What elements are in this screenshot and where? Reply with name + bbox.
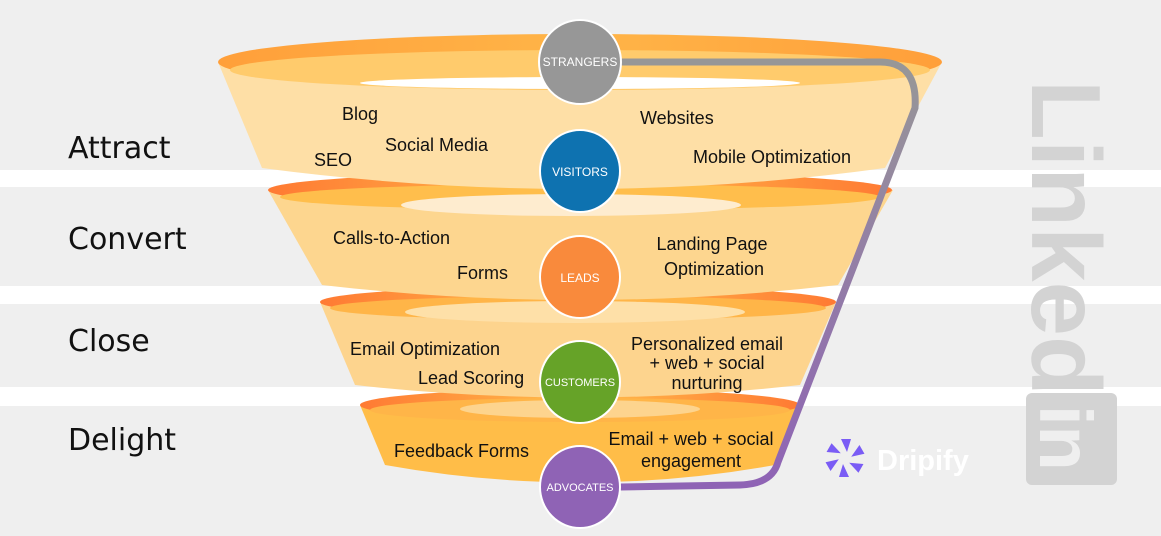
circle-customers: CUSTOMERS <box>539 340 621 424</box>
tactic-label: Forms <box>457 263 508 283</box>
tactic-label: Websites <box>640 108 714 128</box>
svg-text:CUSTOMERS: CUSTOMERS <box>545 377 615 389</box>
tactic-label: Blog <box>342 104 378 124</box>
tactic-label: Email Optimization <box>350 339 500 359</box>
stage-label-convert: Convert <box>68 222 187 257</box>
svg-text:VISITORS: VISITORS <box>552 165 608 179</box>
tactic-label: engagement <box>641 451 741 471</box>
stage-label-attract: Attract <box>68 131 171 166</box>
dripify-logo: Dripify <box>825 439 969 477</box>
circle-visitors: VISITORS <box>539 129 621 213</box>
svg-text:Dripify: Dripify <box>877 445 969 477</box>
tactic-label: Mobile Optimization <box>693 147 851 167</box>
svg-text:LEADS: LEADS <box>560 271 599 285</box>
tactic-label: Email + web + social <box>608 429 773 449</box>
journey-path <box>616 58 919 491</box>
tactic-label: + web + social <box>649 353 764 373</box>
svg-text:in: in <box>1024 405 1107 471</box>
tactic-label: Personalized email <box>631 334 783 354</box>
svg-text:Linked: Linked <box>1011 80 1121 396</box>
tactic-label: Optimization <box>664 259 764 279</box>
tactic-label: Feedback Forms <box>394 441 529 461</box>
circle-leads: LEADS <box>539 235 621 319</box>
stage-label-delight: Delight <box>68 423 176 458</box>
circle-strangers: STRANGERS <box>538 19 622 105</box>
tactic-label: Landing Page <box>656 234 767 254</box>
linkedin-in-box <box>1026 393 1117 485</box>
tactic-label: Social Media <box>385 135 489 155</box>
tactic-label: Calls-to-Action <box>333 228 450 248</box>
stage-label-close: Close <box>68 324 150 359</box>
linkedin-logo: Linked in <box>1011 80 1121 485</box>
tactic-label: SEO <box>314 150 352 170</box>
circle-advocates: ADVOCATES <box>539 445 621 529</box>
svg-text:ADVOCATES: ADVOCATES <box>546 482 613 494</box>
dripify-icon <box>825 439 865 477</box>
svg-text:STRANGERS: STRANGERS <box>543 55 618 69</box>
tactic-label: Lead Scoring <box>418 368 524 388</box>
tactic-label: nurturing <box>671 373 742 393</box>
